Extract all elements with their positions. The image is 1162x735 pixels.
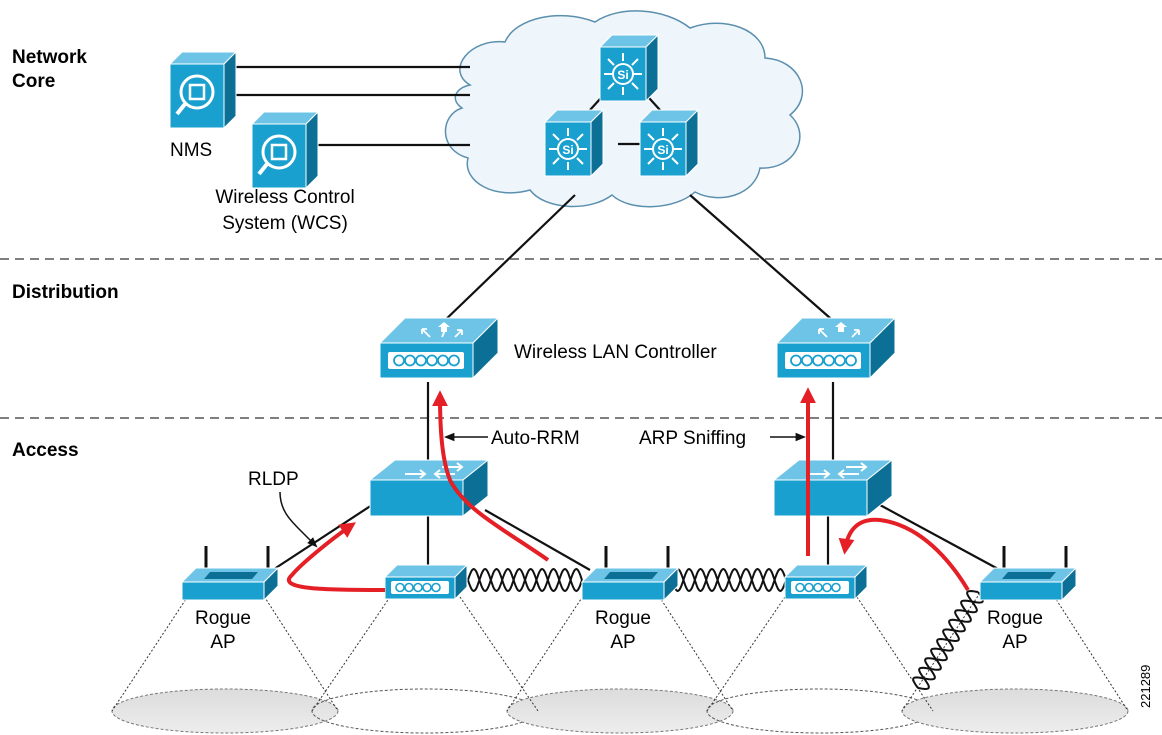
auto-rrm-label: Auto-RRM (491, 428, 580, 449)
access-point-right (783, 563, 869, 601)
layer-label-core-line2: Core (12, 71, 55, 92)
rogue-ap-2-label-line1: Rogue (595, 608, 651, 629)
core-switch-right: Si (638, 108, 700, 178)
rogue-ap-1-label-line1: Rogue (195, 608, 251, 629)
access-links (264, 504, 1001, 576)
wcs-label-line2: System (WCS) (222, 213, 348, 234)
wlc-label: Wireless LAN Controller (514, 342, 717, 363)
coverage-cones (111, 592, 1129, 712)
coverage-ap-2 (706, 688, 934, 734)
nms-label: NMS (170, 140, 212, 161)
auto-rrm-arrow (432, 390, 550, 562)
rldp-pointer (279, 491, 318, 548)
core-switch-top: Si (598, 33, 660, 103)
figure-id: 221289 (1138, 665, 1153, 708)
access-point-left (383, 563, 469, 601)
network-cloud (444, 10, 804, 208)
core-switch-left: Si (543, 108, 605, 178)
coverage-ap-1 (311, 688, 539, 734)
rogue-ap-1-icon (180, 546, 280, 602)
coverage-rogue-ap-2 (506, 688, 734, 734)
wireless-lan-controller-right (775, 316, 897, 380)
rogue-ap-2-icon (580, 546, 680, 602)
wireless-coil-links (467, 567, 984, 691)
rldp-label: RLDP (248, 469, 299, 490)
wcs-label-line1: Wireless Control (215, 187, 354, 208)
layer-label-access: Access (12, 440, 79, 461)
detection-arrows (287, 387, 970, 592)
si-label: Si (657, 143, 668, 157)
rogue-client-arrow (838, 517, 970, 592)
rogue-ap-3-label-line2: AP (1002, 632, 1027, 653)
si-label: Si (562, 143, 573, 157)
coverage-areas (111, 688, 1129, 734)
layer-label-core-line1: Network (12, 47, 87, 68)
rogue-ap-3-label-line1: Rogue (987, 608, 1043, 629)
access-switch-right (772, 458, 894, 518)
wireless-lan-controller-left (378, 316, 500, 380)
layer-label-distribution: Distribution (12, 282, 119, 303)
rogue-ap-1-label-line2: AP (210, 632, 235, 653)
arp-sniffing-label: ARP Sniffing (639, 428, 746, 449)
si-label: Si (617, 68, 628, 82)
distribution-access-links (426, 382, 835, 460)
rogue-ap-3-icon (978, 546, 1078, 602)
coverage-rogue-ap-1 (111, 688, 339, 734)
rldp-arrow (287, 522, 386, 592)
nms-server-icon (168, 50, 238, 130)
access-switch-left (368, 458, 490, 518)
rogue-ap-2-label-line2: AP (610, 632, 635, 653)
coverage-rogue-ap-3 (901, 688, 1129, 734)
wcs-server-icon (250, 110, 320, 190)
